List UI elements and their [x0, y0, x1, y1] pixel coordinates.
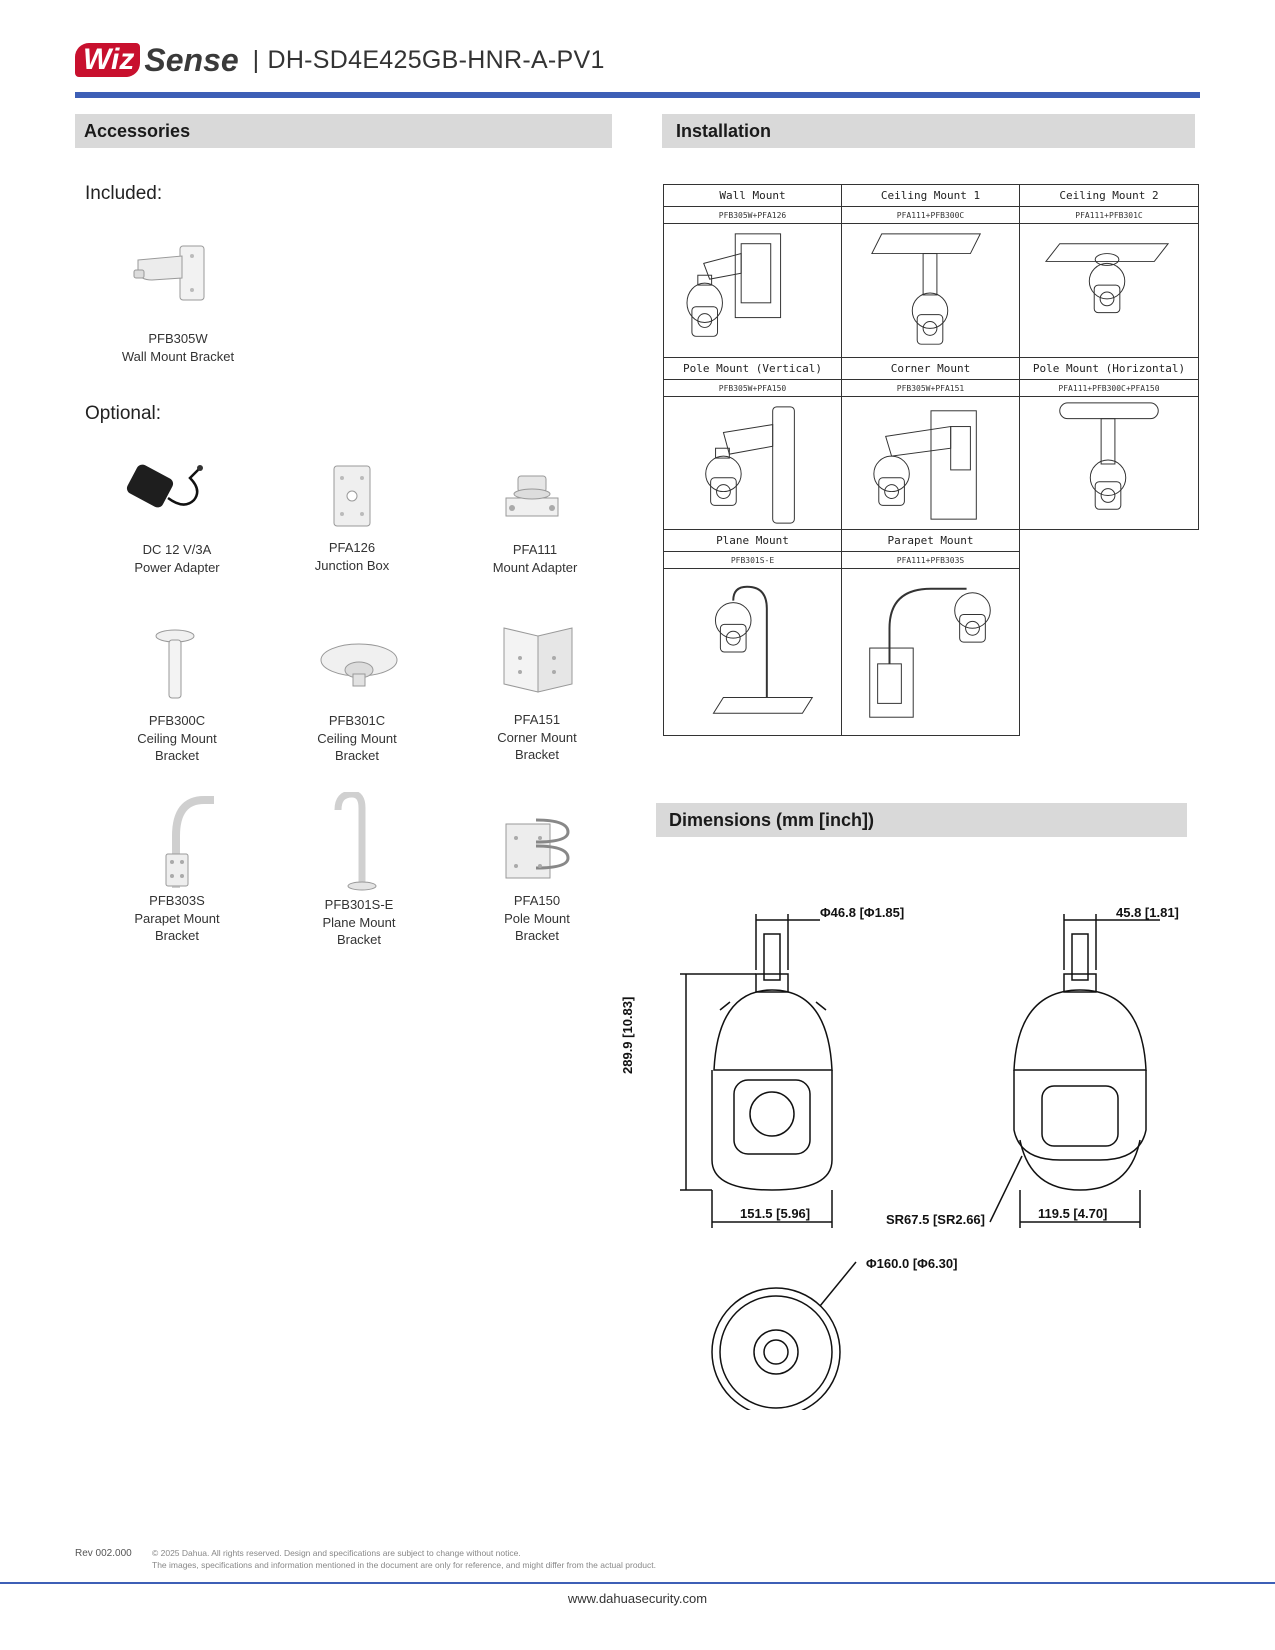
optional-item: PFA151 Corner Mount Bracket	[452, 711, 622, 764]
included-label: Included:	[85, 183, 163, 204]
install-cell-title: Corner Mount	[841, 357, 1020, 380]
power-adapter-image	[126, 464, 203, 508]
item-name: PFA111	[512, 542, 558, 557]
install-cell-parts: PFA111+PFB301C	[1019, 206, 1199, 224]
item-desc: Bracket	[336, 932, 382, 947]
item-desc: Junction Box	[314, 557, 390, 573]
pole-mount-bracket-image	[505, 818, 570, 879]
install-cell-parts: PFB305W+PFA150	[663, 379, 842, 397]
install-cell-title: Ceiling Mount 2	[1019, 184, 1199, 207]
item-desc: Mount Adapter	[492, 559, 578, 575]
model-number: DH-SD4E425GB-HNR-A-PV1	[267, 45, 605, 74]
install-cell-title: Parapet Mount	[841, 529, 1020, 552]
dim-top-diameter-front: Φ46.8 [Φ1.85]	[820, 905, 905, 920]
item-desc: Plane Mount	[322, 914, 396, 930]
optional-item: PFB303S Parapet Mount Bracket	[92, 892, 262, 945]
ceiling-mount-bracket-2-image	[320, 643, 398, 687]
optional-item: PFA150 Pole Mount Bracket	[452, 892, 622, 945]
item-name: PFB301S-E	[324, 897, 394, 912]
item-desc: Bracket	[514, 747, 560, 762]
revision-label: Rev 002.000	[75, 1548, 132, 1559]
wall-mount-diagram	[663, 223, 842, 358]
accessories-heading: Accessories	[75, 114, 612, 148]
installation-heading: Installation	[662, 114, 1195, 148]
item-name: PFA150	[513, 893, 561, 908]
plane-mount-bracket-image	[334, 792, 377, 891]
optional-item: PFB300C Ceiling Mount Bracket	[92, 712, 262, 765]
install-cell-title: Pole Mount (Vertical)	[663, 357, 842, 380]
item-desc: Bracket	[334, 748, 380, 763]
optional-item: PFB301S-E Plane Mount Bracket	[274, 896, 444, 949]
dim-width-side: 119.5 [4.70]	[1038, 1206, 1108, 1221]
corner-mount-diagram	[841, 396, 1020, 530]
mount-adapter-image	[505, 475, 559, 517]
wall-mount-bracket-image	[133, 245, 205, 301]
ceiling-mount-1-diagram	[841, 223, 1020, 358]
pole-mount-horizontal-diagram	[1019, 396, 1199, 530]
optional-item: DC 12 V/3A Power Adapter	[92, 541, 262, 576]
install-cell-title: Ceiling Mount 1	[841, 184, 1020, 207]
ceiling-mount-bracket-image	[155, 629, 195, 699]
parapet-mount-bracket-image	[165, 796, 214, 888]
optional-label: Optional:	[85, 403, 162, 424]
plane-mount-diagram	[663, 568, 842, 736]
install-cell-parts: PFA111+PFB303S	[841, 551, 1020, 569]
dim-top-width-side: 45.8 [1.81]	[1116, 905, 1179, 920]
included-item: PFB305W Wall Mount Bracket	[93, 330, 263, 365]
copyright-text: © 2025 Dahua. All rights reserved. Desig…	[152, 1548, 521, 1558]
item-name: PFB300C	[148, 713, 206, 728]
item-name: DC 12 V/3A	[142, 542, 212, 557]
wizsense-logo: Wiz Sense	[75, 40, 239, 80]
install-cell-parts: PFB305W+PFA151	[841, 379, 1020, 397]
corner-mount-bracket-image	[503, 627, 573, 693]
optional-item: PFA111 Mount Adapter	[450, 541, 620, 576]
install-cell-title: Plane Mount	[663, 529, 842, 552]
item-desc: Power Adapter	[134, 559, 220, 575]
item-desc: Bracket	[514, 928, 560, 943]
item-desc: Corner Mount	[497, 729, 577, 745]
page-header: Wiz Sense | DH-SD4E425GB-HNR-A-PV1	[75, 40, 605, 80]
dim-radius: SR67.5 [SR2.66]	[886, 1212, 985, 1227]
dimension-drawing	[680, 914, 1160, 1410]
install-cell-title: Wall Mount	[663, 184, 842, 207]
model-separator: |	[252, 45, 260, 74]
install-cell-parts: PFB301S-E	[663, 551, 842, 569]
item-name: PFA126	[328, 540, 376, 555]
install-cell-title: Pole Mount (Horizontal)	[1019, 357, 1199, 380]
item-name: PFA151	[513, 712, 561, 727]
pole-mount-vertical-diagram	[663, 396, 842, 530]
optional-item: PFB301C Ceiling Mount Bracket	[272, 712, 442, 765]
install-cell-parts: PFA111+PFB300C	[841, 206, 1020, 224]
item-desc: Ceiling Mount	[317, 730, 397, 746]
install-cell-parts: PFA111+PFB300C+PFA150	[1019, 379, 1199, 397]
item-desc: Bracket	[154, 928, 200, 943]
item-desc: Parapet Mount	[134, 910, 220, 926]
item-desc: Pole Mount	[504, 910, 570, 926]
item-name: PFB305W	[148, 331, 208, 346]
header-divider	[75, 92, 1200, 98]
logo-sense-text: Sense	[144, 41, 239, 78]
item-desc: Ceiling Mount	[137, 730, 217, 746]
disclaimer-text: The images, specifications and informati…	[152, 1560, 656, 1570]
dimensions-heading: Dimensions (mm [inch])	[656, 803, 1187, 837]
item-desc: Wall Mount Bracket	[121, 348, 235, 364]
item-name: PFB303S	[149, 893, 205, 908]
item-name: PFB301C	[328, 713, 386, 728]
optional-item: PFA126 Junction Box	[267, 539, 437, 574]
footer-notice: © 2025 Dahua. All rights reserved. Desig…	[152, 1547, 656, 1571]
ceiling-mount-2-diagram	[1019, 223, 1199, 358]
dim-bottom-diameter: Φ160.0 [Φ6.30]	[866, 1256, 958, 1271]
footer-divider	[0, 1582, 1275, 1584]
website-url: www.dahuasecurity.com	[567, 1591, 708, 1606]
dim-width-front: 151.5 [5.96]	[740, 1206, 811, 1221]
install-cell-parts: PFB305W+PFA126	[663, 206, 842, 224]
junction-box-image	[333, 465, 371, 527]
parapet-mount-diagram	[841, 568, 1020, 736]
logo-wiz-text: Wiz	[75, 43, 141, 77]
item-desc: Bracket	[154, 748, 200, 763]
dim-height: 289.9 [10.83]	[620, 996, 635, 1074]
